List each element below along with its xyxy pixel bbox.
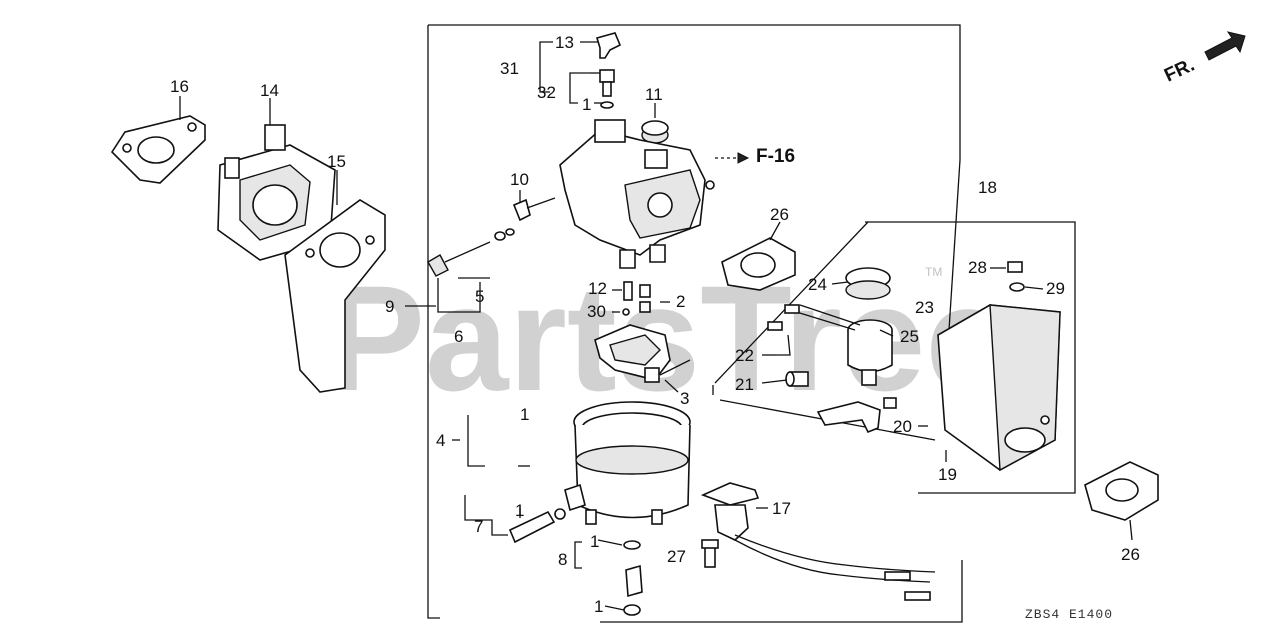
callout-14[interactable]: 14 <box>260 81 279 100</box>
callout-26[interactable]: 26 <box>770 205 789 224</box>
callout-8[interactable]: 8 <box>558 550 567 569</box>
float-chamber[interactable] <box>564 401 691 525</box>
part-29-washer[interactable] <box>1009 282 1025 292</box>
leader-lines <box>179 41 1133 611</box>
callout-24[interactable]: 24 <box>808 275 827 294</box>
callout-6[interactable]: 6 <box>454 327 463 346</box>
part-11-cap[interactable] <box>641 120 669 144</box>
callout-2[interactable]: 2 <box>676 292 685 311</box>
part-24-element[interactable] <box>845 267 891 300</box>
callout-29[interactable]: 29 <box>1046 279 1065 298</box>
callout-21[interactable]: 21 <box>735 375 754 394</box>
callout-16[interactable]: 16 <box>170 77 189 96</box>
callout-7[interactable]: 7 <box>474 517 483 536</box>
part-5-pilot-screw[interactable] <box>427 228 515 277</box>
part-19-case[interactable] <box>937 304 1061 472</box>
watermark-trademark: TM <box>925 265 942 279</box>
callout-30[interactable]: 30 <box>587 302 606 321</box>
callout-15[interactable]: 15 <box>327 152 346 171</box>
part-16-gasket[interactable] <box>110 115 206 184</box>
callout-4[interactable]: 4 <box>436 431 445 450</box>
part-22-clip[interactable] <box>775 334 791 356</box>
callout-27[interactable]: 27 <box>667 547 686 566</box>
part-8-bolt[interactable] <box>623 540 643 616</box>
watermark-text: PartsTree <box>325 254 1009 422</box>
part-14-insulator[interactable] <box>217 124 336 261</box>
part-12-main-jet[interactable] <box>622 281 651 316</box>
part-28-nut[interactable] <box>1007 261 1023 273</box>
callout-28[interactable]: 28 <box>968 258 987 277</box>
part-10-screw[interactable] <box>512 197 556 222</box>
part-20-bracket[interactable] <box>816 397 897 434</box>
part-7-drain-screw[interactable] <box>508 508 566 544</box>
part-15-gasket[interactable] <box>284 199 386 393</box>
callout-23[interactable]: 23 <box>915 298 934 317</box>
front-direction-arrow <box>1204 31 1246 61</box>
callout-25[interactable]: 25 <box>900 327 919 346</box>
callout-31[interactable]: 31 <box>500 59 519 78</box>
callout-32[interactable]: 32 <box>537 83 556 102</box>
float[interactable] <box>594 324 691 383</box>
diagram-code: ZBS4 E1400 <box>1025 607 1113 622</box>
callout-26[interactable]: 26 <box>1121 545 1140 564</box>
callout-3[interactable]: 3 <box>680 389 689 408</box>
part-26-gasket-lower[interactable] <box>1084 461 1159 521</box>
callout-12[interactable]: 12 <box>588 279 607 298</box>
callout-1[interactable]: 1 <box>520 405 529 424</box>
callout-labels: 13 31 32 1 11 10 16 14 15 9 5 6 12 30 2 … <box>170 33 1140 616</box>
front-label: FR. <box>1161 55 1198 87</box>
callout-1[interactable]: 1 <box>582 95 591 114</box>
callout-1[interactable]: 1 <box>590 532 599 551</box>
reference-figure-link[interactable]: F-16 <box>756 146 795 167</box>
part-32-screw[interactable] <box>599 69 615 109</box>
part-26-gasket-upper[interactable] <box>721 237 796 291</box>
part-13-cap[interactable] <box>595 32 622 59</box>
callout-19[interactable]: 19 <box>938 465 957 484</box>
callout-18[interactable]: 18 <box>978 178 997 197</box>
part-27-bolt[interactable] <box>701 539 719 568</box>
callout-11[interactable]: 11 <box>645 85 663 104</box>
part-17-solenoid[interactable] <box>700 482 936 601</box>
callout-13[interactable]: 13 <box>555 33 574 52</box>
carburetor-body[interactable] <box>559 119 715 269</box>
callout-22[interactable]: 22 <box>735 346 754 365</box>
callout-1[interactable]: 1 <box>594 597 603 616</box>
callout-10[interactable]: 10 <box>510 170 529 189</box>
callout-1[interactable]: 1 <box>515 501 524 520</box>
ref-arrow <box>715 152 750 164</box>
callout-20[interactable]: 20 <box>893 417 912 436</box>
callout-17[interactable]: 17 <box>772 499 791 518</box>
callout-9[interactable]: 9 <box>385 297 394 316</box>
part-21-grommet[interactable] <box>785 371 809 387</box>
callout-5[interactable]: 5 <box>475 287 484 306</box>
part-25-filter[interactable] <box>767 304 893 386</box>
